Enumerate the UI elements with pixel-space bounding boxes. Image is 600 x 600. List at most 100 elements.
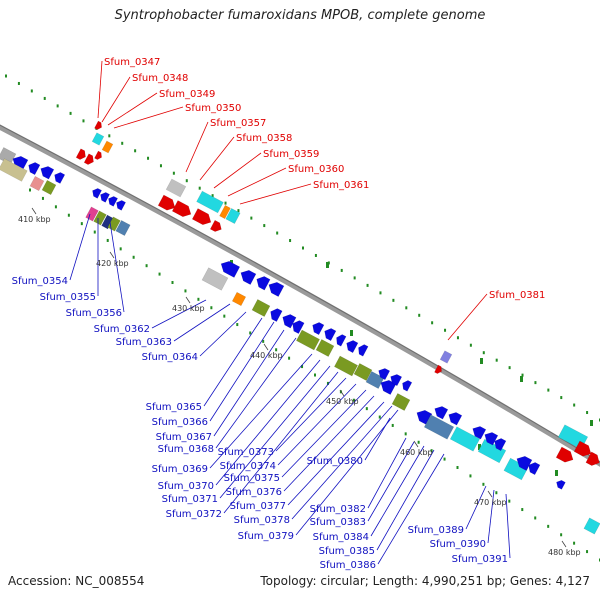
gene-feature bbox=[0, 158, 28, 182]
leader-line bbox=[277, 383, 357, 466]
gene-feature bbox=[315, 339, 335, 357]
gene-feature bbox=[484, 432, 499, 446]
leader-line bbox=[173, 303, 231, 342]
gene-feature bbox=[225, 208, 241, 224]
gc-dot-inner bbox=[119, 247, 122, 251]
leader-line bbox=[69, 213, 91, 281]
gene-feature bbox=[191, 208, 212, 225]
leader-line bbox=[209, 321, 275, 422]
gc-dot-outer bbox=[586, 411, 589, 415]
gc-dot-inner bbox=[29, 188, 31, 192]
gene-feature bbox=[94, 120, 102, 130]
gc-dot-outer bbox=[392, 298, 395, 302]
gene-label: Sfum_0369 bbox=[152, 464, 208, 475]
gc-dot-outer bbox=[69, 111, 72, 115]
gc-dot-outer bbox=[211, 194, 214, 198]
gc-dot-outer bbox=[379, 291, 382, 295]
gc-dot-outer bbox=[560, 396, 563, 400]
gene-label: Sfum_0385 bbox=[319, 546, 375, 557]
gene-feature bbox=[101, 214, 114, 230]
gene-feature bbox=[528, 462, 541, 476]
gc-dot-outer bbox=[276, 231, 279, 235]
gc-dot-inner bbox=[326, 381, 329, 385]
gene-feature bbox=[378, 368, 391, 381]
gene-feature bbox=[209, 219, 222, 232]
gc-dot-outer bbox=[147, 156, 150, 160]
gc-dot-outer bbox=[43, 96, 46, 100]
gene-feature bbox=[93, 210, 107, 226]
gene-label: Sfum_0366 bbox=[152, 417, 208, 428]
gc-dot-inner bbox=[262, 339, 265, 343]
gc-dot-inner bbox=[547, 524, 550, 528]
gc-dot-outer bbox=[198, 186, 201, 190]
gene-label: Sfum_0379 bbox=[238, 531, 294, 542]
gene-feature bbox=[219, 204, 231, 220]
gene-feature bbox=[402, 380, 413, 392]
gene-feature bbox=[472, 426, 487, 440]
kbp-tick-mark bbox=[413, 440, 419, 448]
backbone-arc bbox=[0, 124, 600, 467]
gc-dot-inner bbox=[365, 407, 368, 411]
gene-feature bbox=[448, 412, 463, 426]
leader-line bbox=[364, 417, 391, 461]
leader-line bbox=[367, 437, 407, 509]
leader-line bbox=[295, 409, 399, 536]
gc-dot-outer bbox=[134, 149, 137, 153]
gene-feature bbox=[556, 480, 566, 490]
genome-backbone bbox=[0, 124, 600, 467]
gene-label: Sfum_0370 bbox=[158, 481, 214, 492]
gene-label: Sfum_0377 bbox=[230, 501, 286, 512]
leader-line bbox=[291, 405, 393, 520]
gene-feature bbox=[201, 267, 229, 291]
gene-label: Sfum_0354 bbox=[12, 276, 68, 287]
gene-feature bbox=[334, 355, 358, 377]
gene-feature bbox=[516, 455, 533, 471]
gene-feature bbox=[282, 314, 297, 329]
gene-feature bbox=[268, 281, 285, 297]
gc-dot-outer bbox=[573, 403, 576, 407]
gc-dot-inner bbox=[67, 213, 70, 217]
gene-feature bbox=[434, 406, 449, 420]
gene-label: Sfum_0383 bbox=[310, 517, 366, 528]
gc-dot-inner bbox=[314, 373, 316, 377]
gc-dot-inner bbox=[521, 508, 524, 512]
gc-dot-outer bbox=[521, 373, 524, 377]
gc-dot-outer bbox=[17, 81, 20, 85]
gc-dot-outer bbox=[5, 74, 7, 78]
gene-feature bbox=[196, 190, 224, 214]
gc-dot-inner bbox=[378, 415, 381, 419]
gc-dot-outer bbox=[366, 283, 369, 287]
gc-dot-outer bbox=[405, 306, 408, 310]
gene-feature bbox=[231, 291, 247, 307]
gc-dot-inner bbox=[41, 196, 44, 200]
gene-feature bbox=[94, 150, 102, 160]
gene-label: Sfum_0386 bbox=[320, 560, 376, 571]
kbp-tick-label: 440 kbp bbox=[250, 351, 283, 360]
gene-label: Sfum_0378 bbox=[234, 515, 290, 526]
gene-label: Sfum_0391 bbox=[452, 554, 508, 565]
gene-feature bbox=[270, 308, 283, 322]
gene-feature bbox=[115, 220, 131, 236]
gene-feature bbox=[449, 426, 481, 452]
gene-label: Sfum_0382 bbox=[310, 504, 366, 515]
gc-dot-outer bbox=[159, 164, 162, 168]
gene-feature bbox=[423, 414, 455, 440]
gene-label: Sfum_0375 bbox=[224, 473, 280, 484]
gc-dot-outer bbox=[495, 358, 498, 362]
leader-line bbox=[367, 441, 415, 522]
leader-line bbox=[185, 121, 209, 173]
gc-dot-outer bbox=[418, 313, 421, 317]
gc-dot-outer bbox=[302, 246, 304, 250]
leader-line bbox=[215, 359, 321, 486]
gc-dot-inner bbox=[417, 440, 420, 444]
gc-dot-inner bbox=[288, 356, 291, 360]
gene-label: Sfum_0372 bbox=[166, 509, 222, 520]
gene-feature bbox=[346, 340, 359, 354]
gc-skew-bar bbox=[590, 420, 593, 426]
gene-labels: Sfum_0347Sfum_0348Sfum_0349Sfum_0350Sfum… bbox=[12, 57, 546, 571]
leader-line bbox=[275, 377, 347, 452]
gene-feature bbox=[29, 175, 45, 192]
gc-dot-inner bbox=[469, 474, 472, 478]
gc-dot-outer bbox=[237, 209, 240, 213]
gene-label: Sfum_0357 bbox=[210, 118, 266, 129]
